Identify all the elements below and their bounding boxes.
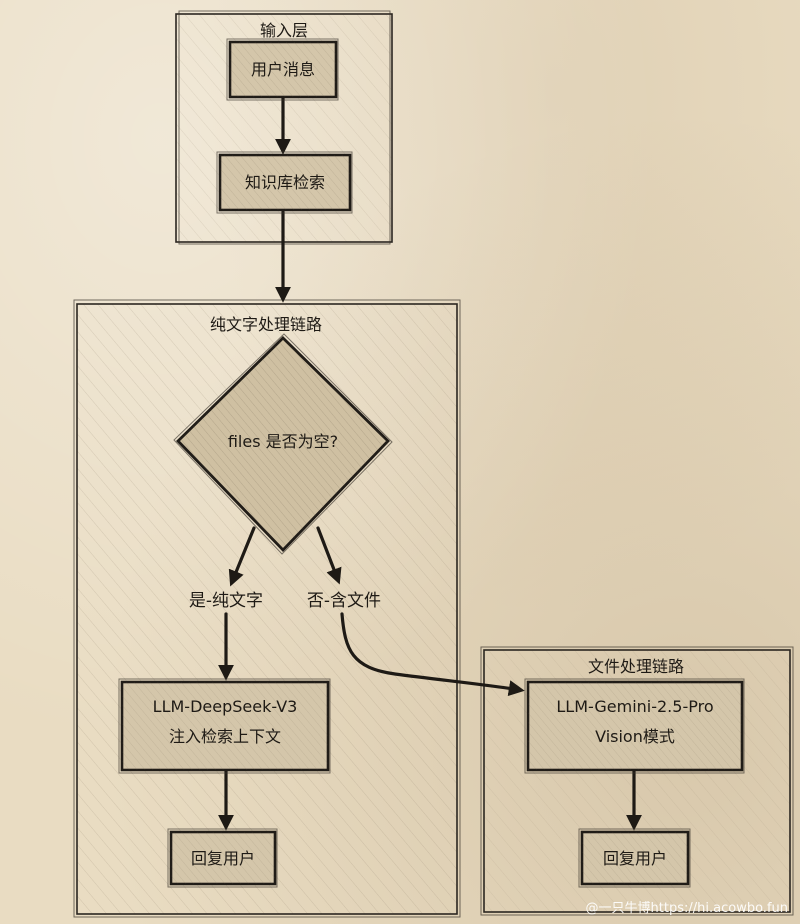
node-gemini: LLM-Gemini-2.5-Pro Vision模式 xyxy=(524,678,745,774)
node-gemini-line1: LLM-Gemini-2.5-Pro xyxy=(556,697,713,716)
node-user-message-label: 用户消息 xyxy=(251,60,315,79)
edge-decision-no xyxy=(316,526,342,585)
group-title-input: 输入层 xyxy=(260,21,308,40)
node-decision: files 是否为空? xyxy=(173,333,393,555)
node-kb-search: 知识库检索 xyxy=(216,151,353,214)
node-kb-search-label: 知识库检索 xyxy=(245,173,325,192)
node-reply-file: 回复用户 xyxy=(578,828,691,888)
node-deepseek-line2: 注入检索上下文 xyxy=(169,727,281,746)
node-deepseek: LLM-DeepSeek-V3 注入检索上下文 xyxy=(118,678,331,774)
watermark-text: @一只牛博https://hi.acowbo.fun xyxy=(586,901,788,916)
node-reply-text: 回复用户 xyxy=(167,828,278,888)
node-decision-label: files 是否为空? xyxy=(228,432,338,451)
edge-no-to-gemini xyxy=(340,612,525,697)
edge-label-yes: 是-纯文字 xyxy=(189,591,263,611)
group-title-file-chain: 文件处理链路 xyxy=(588,657,684,676)
node-deepseek-line1: LLM-DeepSeek-V3 xyxy=(153,697,298,716)
group-title-text-chain: 纯文字处理链路 xyxy=(210,315,322,334)
node-reply-text-label: 回复用户 xyxy=(191,849,255,868)
node-reply-file-label: 回复用户 xyxy=(603,849,667,868)
node-gemini-line2: Vision模式 xyxy=(595,727,675,746)
edge-label-no: 否-含文件 xyxy=(307,591,381,611)
edge-decision-yes xyxy=(228,526,256,587)
node-user-message: 用户消息 xyxy=(226,38,339,101)
